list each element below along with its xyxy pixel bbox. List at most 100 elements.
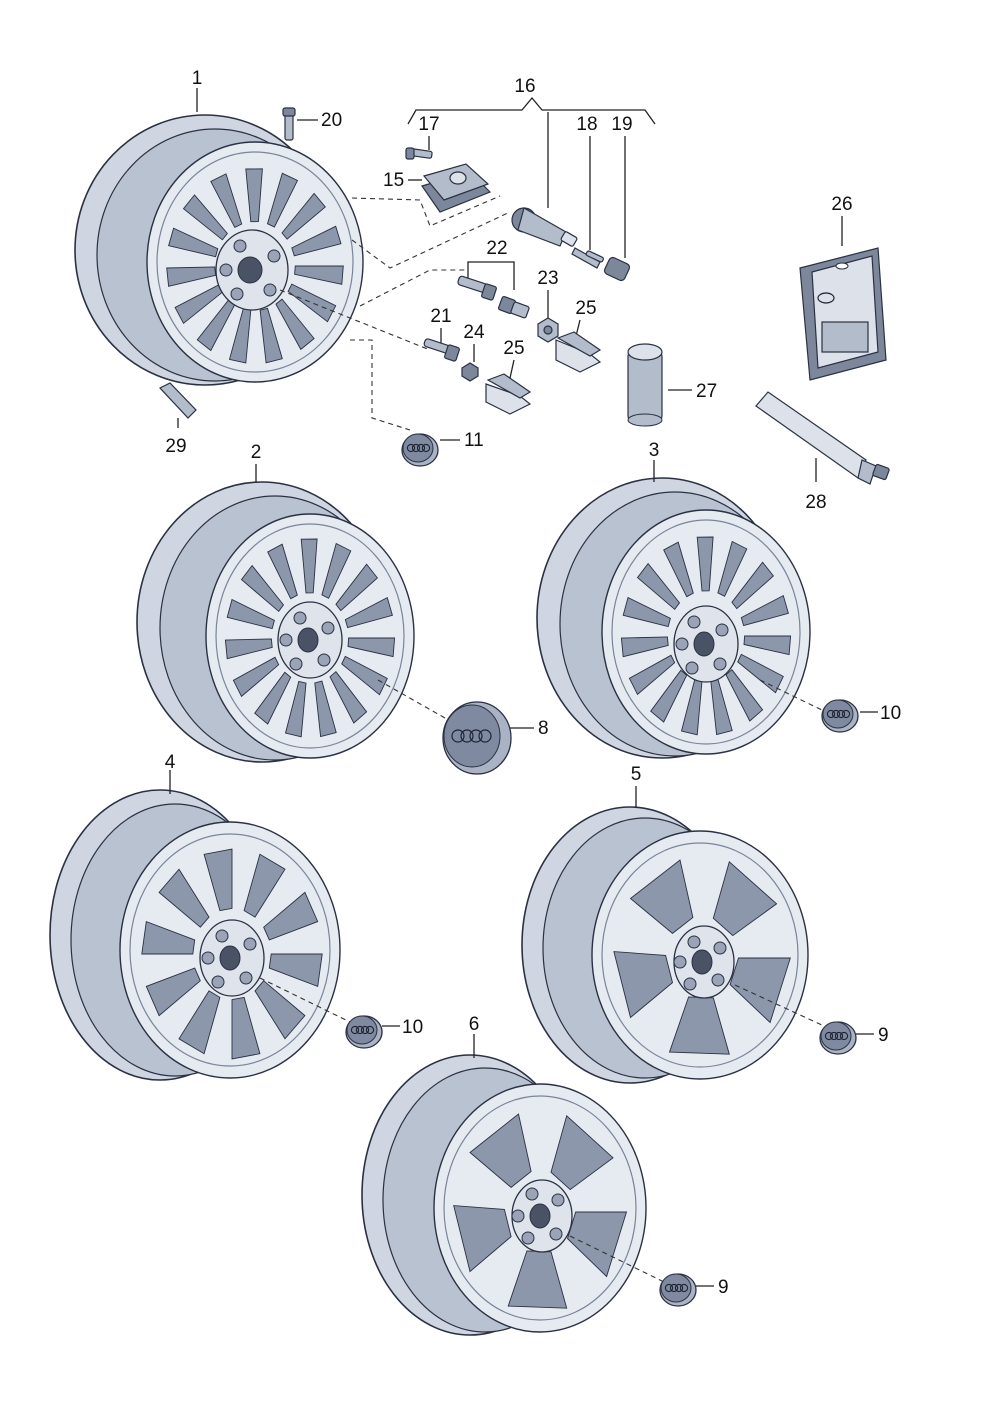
spoke-opening (178, 990, 221, 1055)
hub-cap-9b-icon (659, 1273, 697, 1307)
spoke-opening (168, 227, 219, 258)
callout-16: 16 (514, 76, 535, 97)
spoke-opening (321, 542, 352, 599)
callout-15: 15 (383, 170, 404, 191)
lock-bolt-22-icon (497, 295, 530, 319)
leader-22 (467, 261, 515, 290)
paste-tube-icon (755, 391, 890, 485)
can-icon (627, 343, 663, 427)
callout-3: 3 (649, 440, 660, 461)
valve-stem-icon (511, 207, 601, 269)
callout-19: 19 (611, 114, 632, 135)
callout-1: 1 (192, 68, 203, 89)
callout-8: 8 (538, 718, 549, 739)
hub-cap-10a-icon (821, 699, 859, 733)
spoke-opening (294, 265, 344, 285)
spoke-opening (550, 1114, 614, 1191)
callout-28: 28 (805, 492, 826, 513)
spoke-opening (284, 680, 307, 738)
repair-kit-icon (799, 247, 887, 381)
wheel-bolt-21-icon (423, 338, 460, 362)
spoke-opening (182, 194, 228, 241)
spoke-opening (663, 541, 694, 598)
valve-cap-19-icon (603, 256, 631, 282)
callout-27: 27 (696, 381, 717, 402)
spoke-opening (628, 654, 676, 696)
spoke-opening (731, 561, 775, 610)
spoke-opening (287, 283, 337, 323)
spoke-opening (341, 655, 388, 696)
dashed-link-bolt (359, 269, 468, 307)
hub-cap-9a-icon (819, 1021, 857, 1055)
wheel-bolt-22-icon (457, 275, 497, 301)
spoke-opening (347, 637, 396, 658)
callout-21: 21 (430, 306, 451, 327)
wheel-6-icon (361, 1054, 647, 1336)
spoke-opening (259, 307, 283, 364)
callout-23: 23 (537, 268, 558, 289)
spoke-opening (266, 172, 299, 228)
spoke-opening (469, 1113, 532, 1188)
spoke-opening (158, 868, 210, 928)
spoke-opening (210, 173, 243, 228)
spoke-opening (224, 638, 273, 660)
callout-22: 22 (486, 238, 507, 259)
leader-25-lower (509, 359, 515, 379)
nut-23-icon (537, 317, 559, 343)
bracket-16 (407, 96, 656, 125)
spoke-opening (636, 562, 681, 610)
callout-26: 26 (831, 194, 852, 215)
spoke-opening (725, 669, 764, 722)
callout-10b: 10 (402, 1017, 423, 1038)
spoke-opening (613, 951, 674, 1019)
hub-cap-8-icon (442, 701, 512, 775)
spoke-opening (729, 957, 791, 1024)
callout-25-upper: 25 (575, 298, 596, 319)
spoke-opening (344, 596, 393, 629)
wheel-1-icon (74, 114, 364, 386)
spoke-opening (620, 636, 669, 658)
balance-weight-icon (159, 382, 197, 419)
callout-29: 29 (165, 436, 186, 457)
valve-20-icon (282, 107, 296, 141)
dashed-link-cap-10b (259, 977, 351, 1023)
callout-11: 11 (464, 430, 484, 451)
spoke-opening (453, 1205, 512, 1273)
spoke-opening (737, 653, 784, 694)
spoke-opening (629, 859, 694, 934)
spoke-opening (145, 967, 201, 1017)
callout-18: 18 (576, 114, 597, 135)
spoke-opening (263, 891, 319, 941)
dashed-link-cap-9a (734, 984, 825, 1027)
spoke-opening (740, 594, 789, 627)
spoke-opening (712, 860, 778, 937)
wheel-4-icon (49, 789, 341, 1081)
spoke-opening (226, 598, 275, 630)
callout-9a: 9 (878, 1025, 889, 1046)
hub-cap-11-icon (401, 433, 439, 467)
callout-25-lower: 25 (503, 338, 524, 359)
bolt-cap-25-lower-icon (485, 373, 532, 415)
dashed-link-cap-11 (350, 339, 411, 431)
spoke-opening (141, 920, 196, 955)
spoke-opening (696, 536, 714, 592)
callout-2: 2 (251, 442, 262, 463)
tyre-pressure-sensor-icon (421, 163, 492, 213)
dashed-link-valve (351, 211, 511, 269)
callout-20: 20 (321, 110, 342, 131)
callout-10a: 10 (880, 703, 901, 724)
spoke-opening (329, 671, 368, 724)
spoke-opening (335, 563, 379, 612)
callout-6: 6 (469, 1014, 480, 1035)
hub-cap-10b-icon (345, 1015, 383, 1049)
callout-5: 5 (631, 764, 642, 785)
spoke-opening (254, 980, 306, 1040)
valve-core-18-icon (585, 250, 604, 263)
callout-9b: 9 (718, 1277, 729, 1298)
spoke-opening (314, 680, 337, 738)
spoke-opening (291, 225, 342, 257)
bolt-insert-24-icon (461, 362, 479, 382)
spoke-opening (743, 635, 792, 656)
